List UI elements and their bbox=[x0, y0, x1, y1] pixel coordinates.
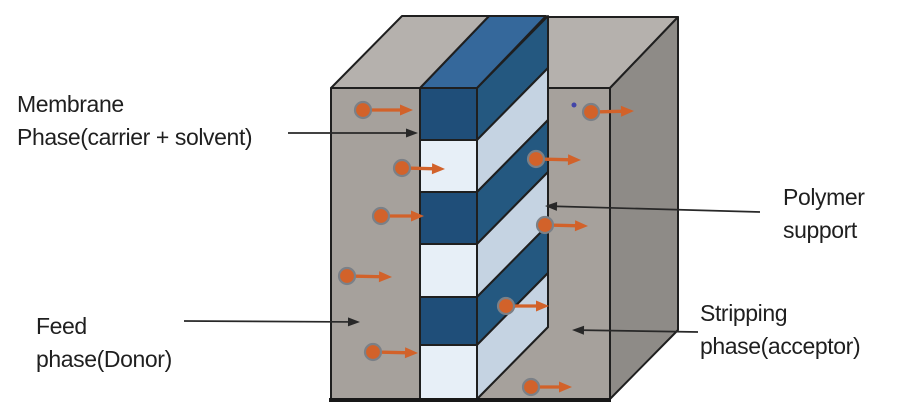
transport-arrowhead bbox=[620, 105, 634, 117]
membrane-layer-front bbox=[418, 191, 478, 245]
solute-transport-layer bbox=[337, 100, 634, 397]
solute-particle-dot bbox=[371, 206, 391, 226]
label-stripping-phase-line1: Stripping bbox=[700, 300, 788, 326]
transport-arrowhead bbox=[404, 347, 418, 359]
solute-particle-dot bbox=[581, 102, 601, 122]
label-membrane-phase-line1: Membrane bbox=[17, 91, 124, 117]
label-pointer-arrowhead bbox=[545, 201, 558, 211]
label-polymer-support-line1: Polymer bbox=[783, 184, 865, 210]
label-feed-phase-line2: phase(Donor) bbox=[36, 346, 172, 372]
transport-arrow bbox=[381, 350, 410, 355]
label-feed-phase: Feed phase(Donor) bbox=[36, 310, 172, 376]
solute-particle-dot bbox=[535, 215, 555, 235]
small-navy-dot bbox=[571, 102, 577, 108]
membrane-layer-front bbox=[418, 87, 478, 141]
label-arrows-layer bbox=[183, 128, 761, 335]
transport-arrowhead bbox=[431, 163, 445, 175]
solute-particle-dot bbox=[353, 100, 373, 120]
transport-arrowhead bbox=[574, 220, 588, 232]
transport-arrow bbox=[410, 166, 437, 171]
transport-arrow bbox=[355, 274, 384, 279]
label-stripping-phase-line2: phase(acceptor) bbox=[700, 333, 861, 359]
solute-particle-dot bbox=[363, 342, 383, 362]
transport-arrowhead bbox=[536, 300, 549, 312]
transport-arrowhead bbox=[400, 104, 413, 116]
label-polymer-support-line2: support bbox=[783, 217, 857, 243]
transport-arrowhead bbox=[567, 154, 581, 166]
membrane-layer-front bbox=[418, 243, 478, 298]
transport-arrow bbox=[544, 157, 573, 162]
label-pointer-line bbox=[552, 205, 761, 213]
transport-arrowhead bbox=[411, 210, 424, 222]
transport-arrow bbox=[553, 223, 580, 228]
label-pointer-arrowhead bbox=[572, 325, 585, 335]
solute-particle-dot bbox=[526, 149, 546, 169]
solute-particle-dot bbox=[337, 266, 357, 286]
transport-arrow bbox=[599, 109, 626, 114]
label-pointer-line bbox=[579, 329, 699, 333]
membrane-front-stripes bbox=[418, 87, 478, 400]
solute-particle-dot bbox=[521, 377, 541, 397]
membrane-layer-front bbox=[418, 139, 478, 193]
label-feed-phase-line1: Feed bbox=[36, 313, 87, 339]
label-pointer-arrowhead bbox=[406, 128, 418, 138]
label-stripping-phase: Stripping phase(acceptor) bbox=[700, 297, 861, 363]
solute-particle-dot bbox=[392, 158, 412, 178]
label-membrane-phase: Membrane Phase(carrier + solvent) bbox=[17, 88, 253, 154]
label-pointer-arrowhead bbox=[347, 317, 360, 327]
membrane-layer-front bbox=[418, 296, 478, 346]
solute-particle-dot bbox=[496, 296, 516, 316]
transport-arrowhead bbox=[559, 381, 572, 393]
membrane-layer-front bbox=[418, 344, 478, 400]
label-polymer-support: Polymer support bbox=[783, 181, 865, 247]
label-membrane-phase-line2: Phase(carrier + solvent) bbox=[17, 124, 253, 150]
label-pointer-line bbox=[183, 320, 353, 323]
transport-arrowhead bbox=[378, 271, 392, 283]
